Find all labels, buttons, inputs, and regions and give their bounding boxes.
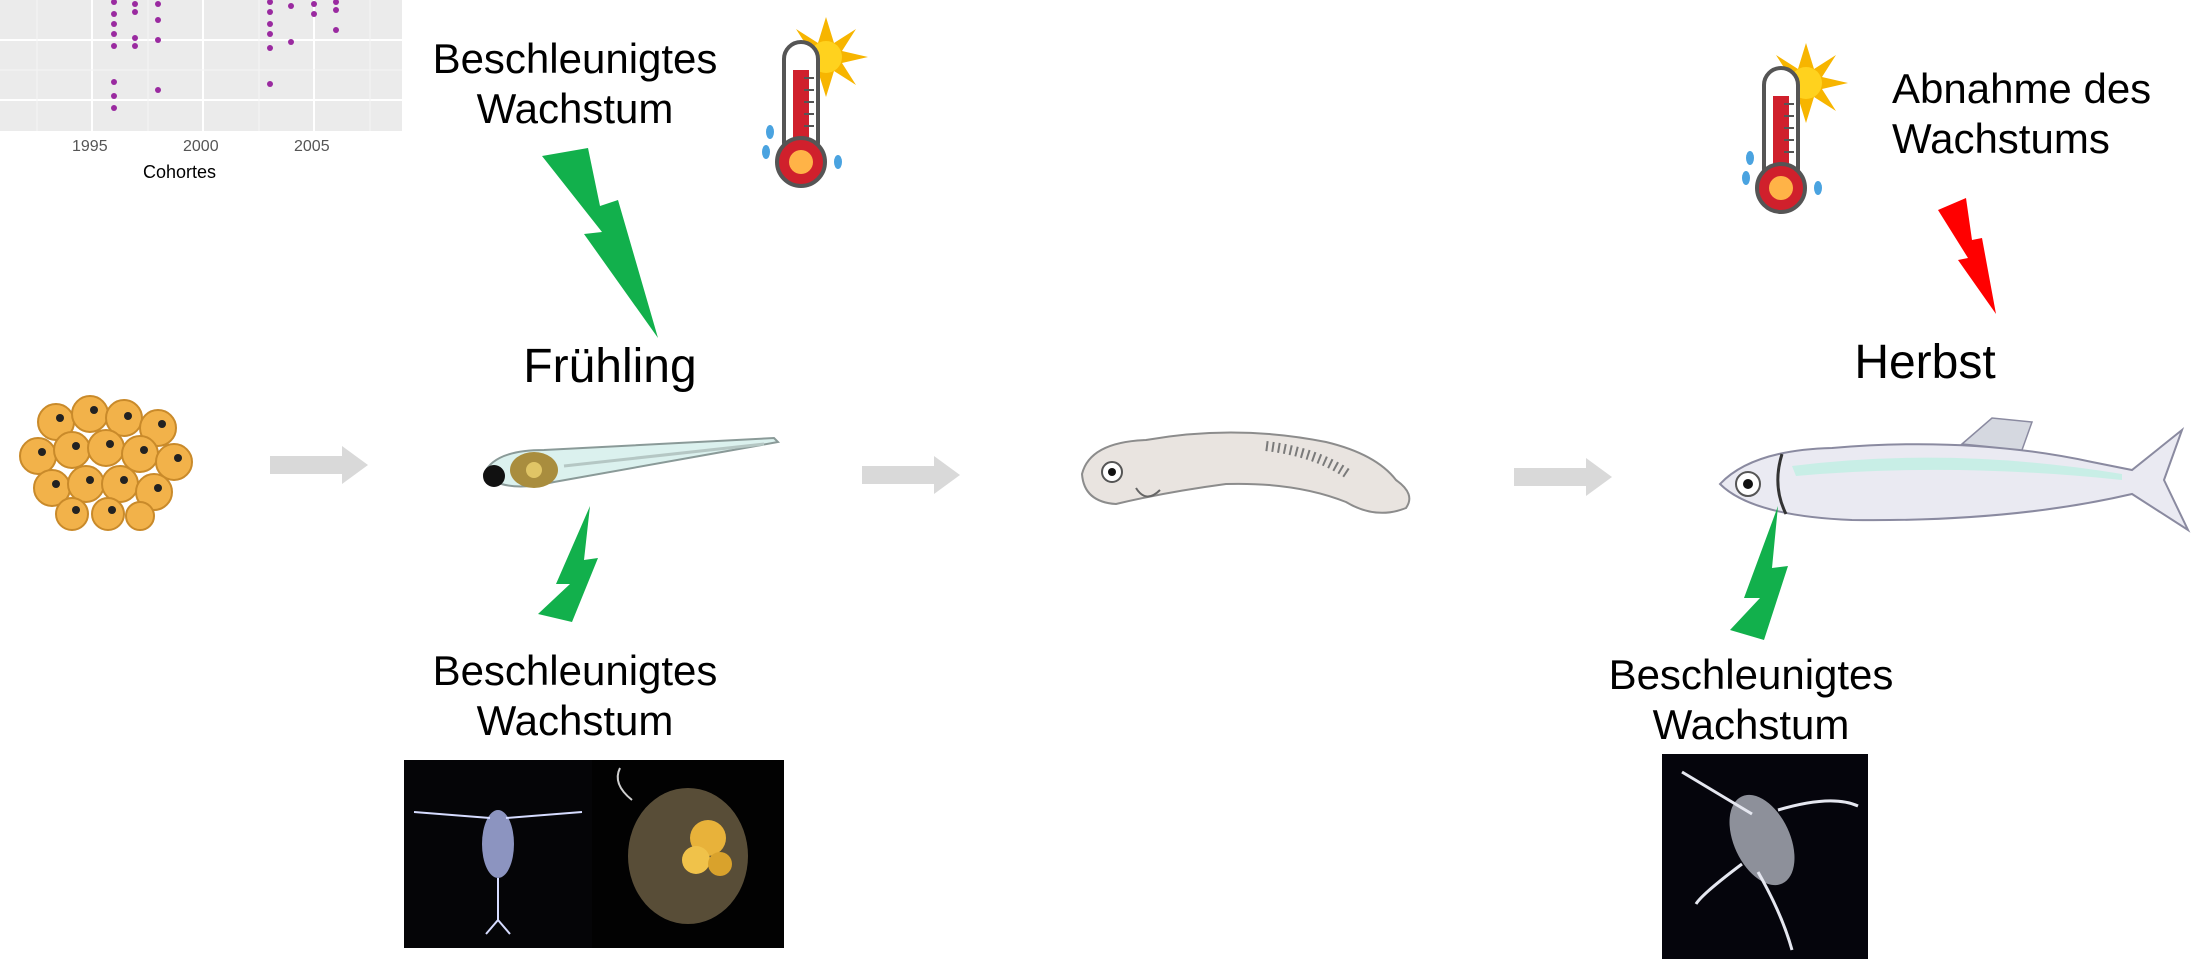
- spring-bottom-growth-label: Beschleunigtes Wachstum: [410, 646, 740, 747]
- season-autumn-label: Herbst: [1800, 334, 2050, 392]
- green-bolt-icon: [540, 148, 660, 340]
- copepod-photo: [404, 760, 592, 948]
- green-bolt-small-icon: [538, 506, 602, 624]
- scatter-plot-fragment: 1995 2000 2005 Cohortes: [0, 0, 402, 185]
- daphnia-photo: [592, 760, 784, 948]
- fish-larva-icon: [474, 430, 784, 500]
- fish-eggs-icon: [16, 392, 196, 532]
- arrow-right-icon: [270, 446, 370, 484]
- spring-top-growth-label: Beschleunigtes Wachstum: [410, 34, 740, 135]
- x-axis-label: Cohortes: [143, 162, 216, 183]
- arrow-right-icon-2: [862, 456, 962, 494]
- green-bolt-small-icon-2: [1730, 506, 1794, 642]
- x-tick-2005: 2005: [294, 138, 330, 156]
- x-tick-2000: 2000: [183, 138, 219, 156]
- plot-panel: [0, 0, 402, 131]
- season-spring-label: Frühling: [440, 338, 780, 396]
- scatter-points: [111, 0, 339, 111]
- decrease-growth-label: Abnahme des Wachstums: [1892, 64, 2192, 165]
- juvenile-fish-icon: [1076, 418, 1422, 528]
- arrow-right-icon-3: [1514, 458, 1614, 496]
- red-bolt-icon: [1938, 198, 1998, 316]
- thermometer-sun-icon: [758, 12, 870, 192]
- autumn-bottom-growth-label: Beschleunigtes Wachstum: [1586, 650, 1916, 751]
- krill-photo: [1662, 754, 1868, 959]
- x-tick-1995: 1995: [72, 138, 108, 156]
- thermometer-sun-icon-2: [1738, 38, 1850, 218]
